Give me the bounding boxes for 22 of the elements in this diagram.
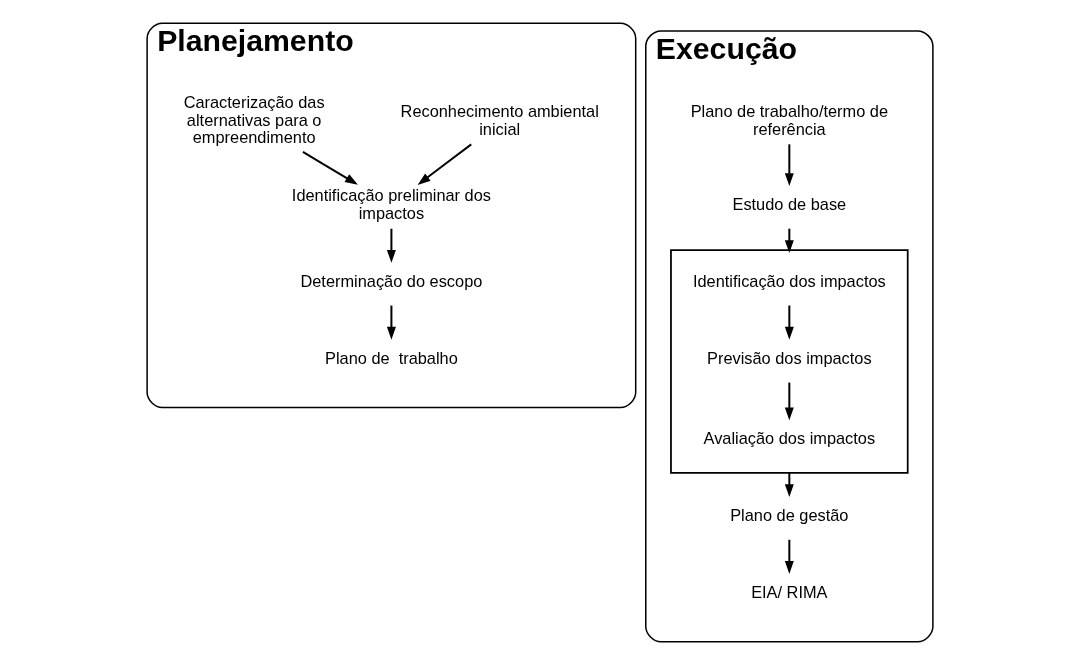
- arrow: [386, 305, 396, 340]
- arrow: [386, 228, 396, 263]
- node-text: Plano de trabalho: [325, 348, 458, 367]
- arrow: [784, 472, 794, 498]
- arrow: [417, 143, 472, 185]
- node-text: Avaliação dos impactos: [703, 429, 876, 448]
- cluster: [670, 249, 909, 474]
- node-text: EIA/ RIMA: [751, 583, 828, 602]
- arrow: [784, 382, 794, 421]
- node-text: Plano de gestão: [730, 506, 849, 525]
- node-text: Determinação do escopo: [300, 272, 483, 291]
- arrow: [784, 144, 794, 187]
- node-text: Identificação preliminar dos impactos: [291, 186, 491, 223]
- node-text: Plano de trabalho/termo de referência: [690, 102, 889, 138]
- arrow: [784, 305, 794, 340]
- node-text: Estudo de base: [732, 195, 847, 214]
- arrow: [302, 151, 358, 185]
- node-text: Identificação dos impactos: [692, 272, 886, 291]
- node-text: Caracterização das alternativas para o empreendimento: [183, 93, 325, 147]
- node-text: Reconhecimento ambiental inicial: [400, 102, 599, 138]
- node-text: Previsão dos impactos: [707, 348, 872, 367]
- arrow: [784, 539, 794, 574]
